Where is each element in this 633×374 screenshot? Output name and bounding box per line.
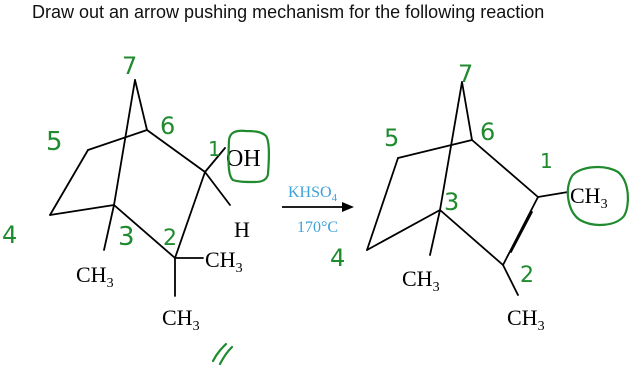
reactant-number-2: 2 [163,226,177,251]
reaction-arrow-head [342,202,354,212]
reactant-number-4: 4 [2,221,17,249]
reactant-ch3-gem-bottom: CH3 [162,305,200,334]
oh-highlight-box [227,129,270,184]
product-bond-c2-c1-double-b [510,211,533,253]
slide-title: Draw out an arrow pushing mechanism for … [32,2,545,22]
reactant-number-1: 1 [208,137,221,161]
reactant-bond-c4-c5 [49,149,89,216]
reactant-ch3-gem-right: CH3 [205,247,243,276]
reactant-bond-c3-ch3 [103,204,115,251]
reactant-ch3-bridgehead: CH3 [76,262,114,291]
reactant-number-5: 5 [46,127,63,157]
reaction-conditions: KHSO4 170°C [282,184,354,236]
reactant-bond-c6-bridge [134,79,148,131]
reactant-bond-c2-c1 [174,171,206,259]
product-number-4: 4 [330,244,345,272]
product-bond-c1-ch3 [537,191,569,198]
product-number-1: 1 [540,149,553,173]
temperature-label: 170°C [297,219,338,236]
product-number-3: 3 [444,188,459,216]
reactant-bond-bridge-c3 [113,79,136,206]
reactant-bond-c4-c3 [49,204,115,216]
reagent-label: KHSO4 [288,184,338,204]
product-bond-c4-c3 [366,209,441,251]
product-structure: CH3 CH3 CH3 [366,81,608,334]
reactant-bond-c5-c6 [87,129,148,151]
product-ch3-c1: CH3 [570,183,608,212]
product-ch3-c2: CH3 [507,305,545,334]
product-number-5: 5 [384,124,399,152]
reactant-number-7: 7 [122,52,137,80]
product-bond-c3-ch3 [429,209,441,256]
product-number-6: 6 [480,118,495,146]
reactant-number-6: 6 [160,112,175,140]
reactant-structure: OH H CH3 CH3 CH3 [49,79,261,334]
product-bond-bridge-c3 [439,81,463,211]
product-bond-c6-bridge [461,81,473,141]
bottom-scribble [211,342,234,366]
reactant-oh-label: OH [226,146,261,172]
product-bond-c5-c6 [397,139,473,159]
product-bond-c3-c2 [439,209,504,266]
product-number-2: 2 [520,263,534,288]
product-bond-c6-c1 [471,139,539,198]
reactant-bond-c1-oh [204,147,226,173]
reactant-bond-c1-h [204,171,231,206]
product-ch3-bridgehead: CH3 [402,266,440,295]
reactant-h-label: H [234,217,250,242]
ch3-highlight-circle [566,166,630,226]
product-bond-c2-c1-double-a [502,196,539,266]
reactant-number-3: 3 [118,222,135,252]
reactant-bond-c6-c1 [146,129,206,173]
product-bond-c4-c5 [366,157,399,251]
product-number-7: 7 [458,60,473,88]
product-bond-c2-ch3 [502,264,519,296]
handwritten-annotations: 7 6 5 1 4 3 2 7 6 5 1 3 4 2 [2,52,630,366]
reactant-bond-c3-c2 [113,204,176,259]
